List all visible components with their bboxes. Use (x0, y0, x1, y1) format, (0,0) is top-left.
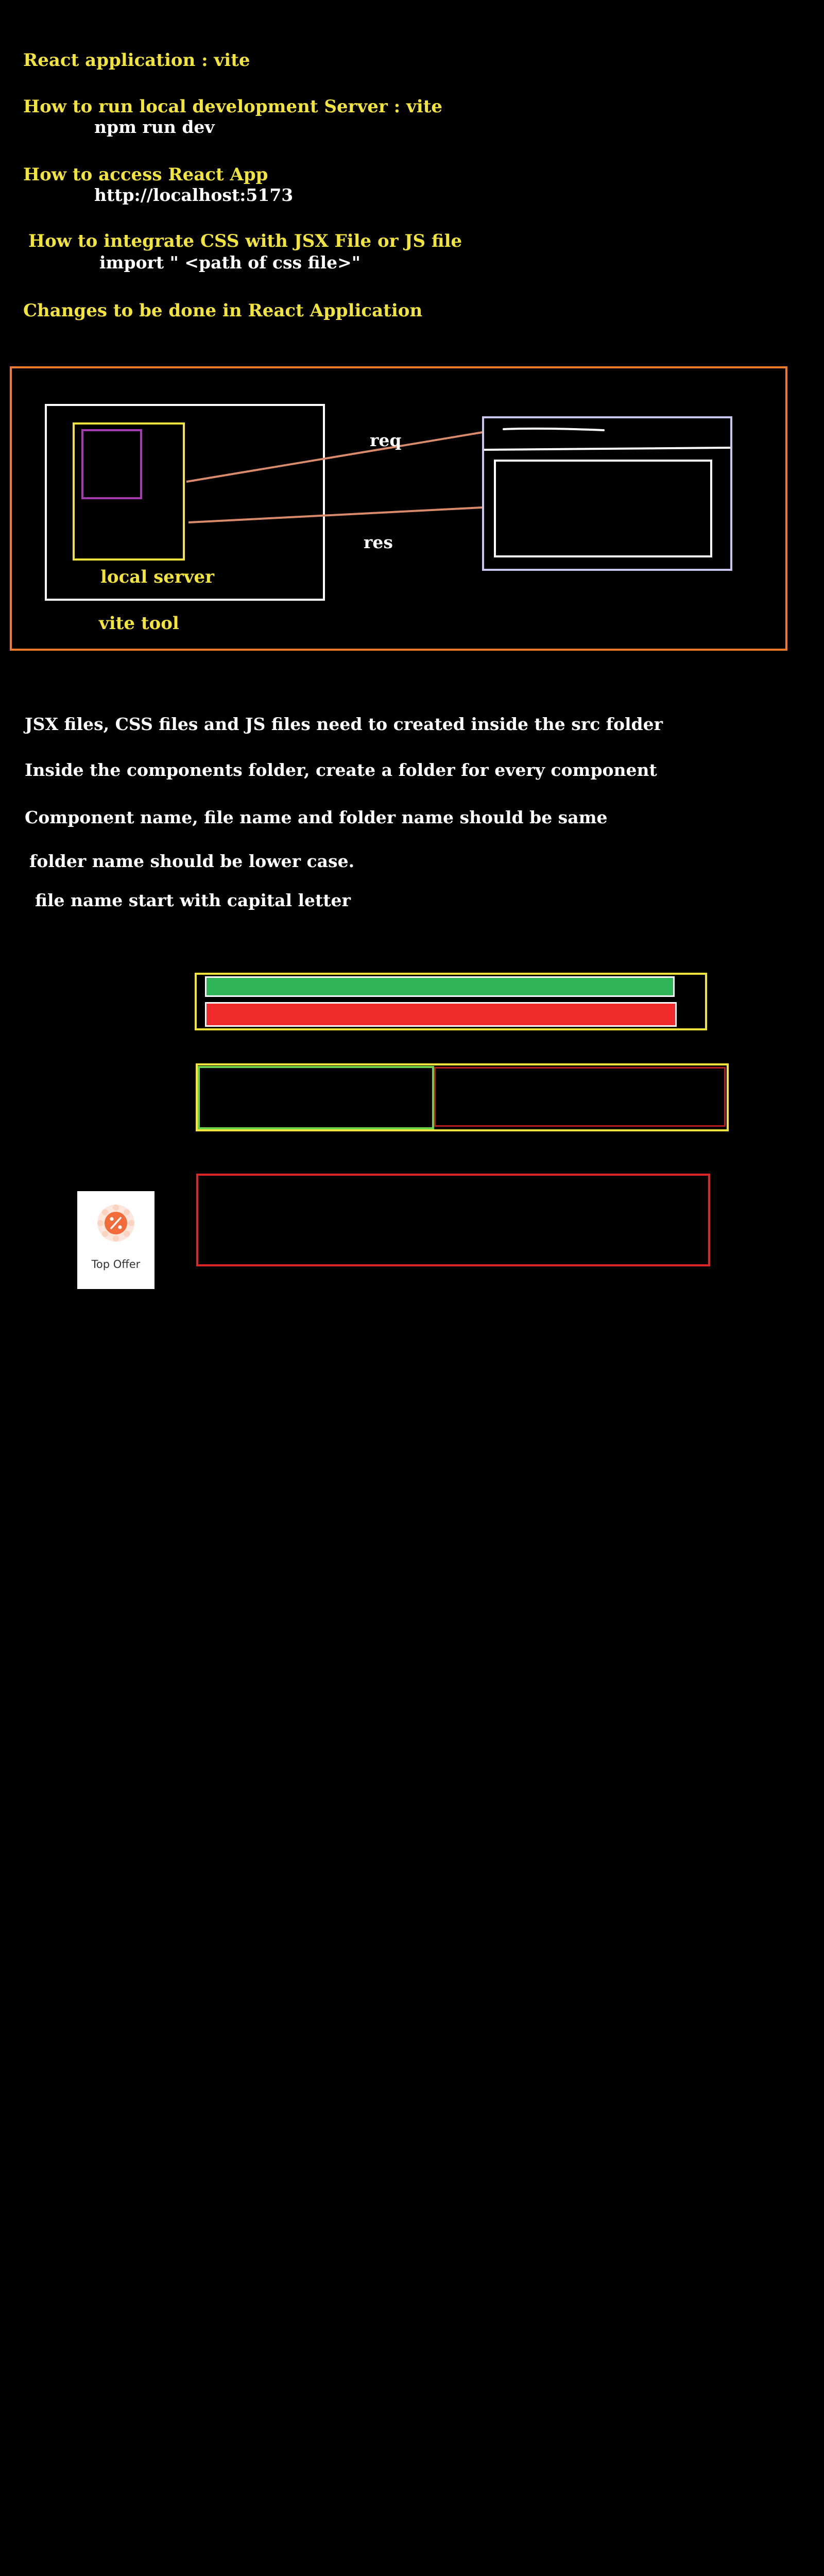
top-offer-label: Top Offer (91, 1258, 141, 1270)
browser-viewport (494, 460, 712, 557)
res-label: res (364, 532, 393, 552)
red-outline-box (196, 1174, 710, 1266)
local-server-label: local server (100, 567, 215, 587)
request-response-diagram (10, 366, 787, 651)
run-server-heading: How to run local development Server : vi… (23, 96, 443, 117)
top-offer-card[interactable]: Top Offer (77, 1191, 154, 1289)
changes-heading: Changes to be done in React Application (23, 300, 423, 321)
rule-src-folder: JSX files, CSS files and JS files need t… (25, 714, 663, 734)
app-box (73, 422, 185, 561)
access-url: http://localhost:5173 (94, 185, 294, 205)
css-heading: How to integrate CSS with JSX File or JS… (28, 231, 462, 251)
access-heading: How to access React App (23, 164, 268, 185)
page-title: React application : vite (23, 50, 250, 71)
red-bar (205, 1002, 677, 1027)
rule-file-capital: file name start with capital letter (35, 890, 351, 910)
rule-component-folder: Inside the components folder, create a f… (25, 760, 657, 780)
response-arrow (188, 506, 483, 523)
run-server-command: npm run dev (94, 117, 215, 137)
split-left-panel (198, 1066, 434, 1129)
component-box (81, 429, 142, 499)
percent-badge-icon (97, 1205, 134, 1242)
vite-tool-label: vite tool (99, 613, 179, 634)
rule-same-names: Component name, file name and folder nam… (25, 807, 608, 827)
rule-folder-lowercase: folder name should be lower case. (29, 851, 355, 871)
split-right-panel (434, 1067, 726, 1127)
bars-container (195, 973, 707, 1030)
css-import-statement: import " <path of css file>" (99, 252, 360, 273)
browser-address-bar (503, 427, 605, 431)
split-container (196, 1063, 729, 1131)
server-box (45, 404, 325, 601)
green-bar (205, 976, 675, 997)
req-label: req (370, 430, 402, 450)
browser-toolbar-divider (484, 447, 731, 451)
browser-window (482, 416, 732, 571)
request-arrow (186, 431, 483, 483)
diagram-frame (10, 366, 787, 651)
